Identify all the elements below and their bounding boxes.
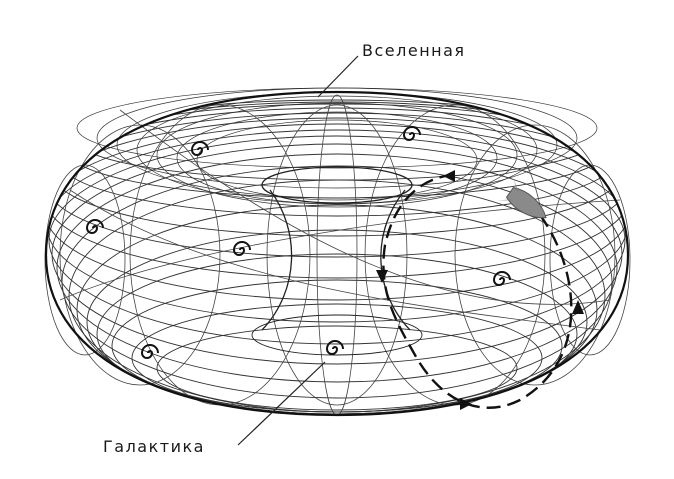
inner-hole bbox=[251, 166, 423, 356]
arrow-up-icon bbox=[572, 300, 584, 314]
travel-arrows bbox=[376, 170, 584, 410]
universe-leader-line bbox=[317, 55, 359, 98]
galaxy-icon bbox=[325, 340, 344, 355]
arrow-right-icon bbox=[460, 398, 472, 410]
galaxy-icon bbox=[190, 141, 209, 156]
torus-outline bbox=[44, 90, 630, 417]
galaxy-icon bbox=[85, 219, 104, 234]
galaxy-label: Галактика bbox=[103, 437, 205, 456]
galaxy-icon bbox=[140, 344, 159, 359]
galaxy-icon bbox=[402, 126, 421, 141]
travel-path bbox=[382, 173, 573, 409]
galaxy-icon bbox=[492, 271, 511, 286]
top-rings bbox=[76, 87, 598, 208]
latitude-lines bbox=[46, 99, 628, 415]
universe-label: Вселенная bbox=[362, 41, 466, 60]
galaxies bbox=[85, 126, 511, 359]
arrow-down-icon bbox=[376, 270, 388, 283]
galaxy-leader-line bbox=[237, 361, 326, 446]
galaxy-icon bbox=[232, 241, 251, 256]
arrow-left-icon bbox=[443, 170, 455, 182]
